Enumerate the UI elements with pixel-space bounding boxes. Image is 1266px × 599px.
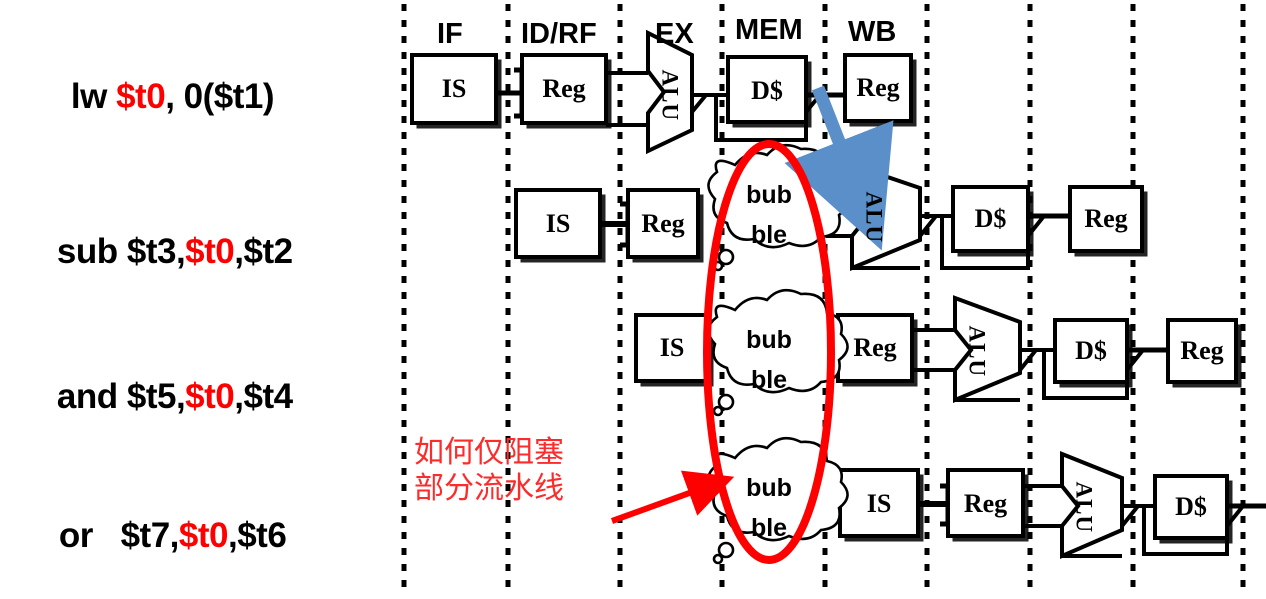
row1-wbreg-label: Reg: [856, 73, 900, 102]
row3-bubble-label-top: bub: [746, 326, 792, 354]
row1-alu-shape: [646, 29, 694, 155]
row2-mem-bypass: [940, 214, 1030, 270]
row1-alu-label: ALU: [657, 69, 683, 122]
row4-bubble-label-bottom: ble: [750, 514, 788, 542]
bubble-dot-row4-b: [712, 553, 724, 565]
row4-mem-bypass: [1142, 504, 1229, 556]
annotation-line-1: 如何仅阻塞: [414, 436, 564, 469]
row3-reg-box: [836, 313, 914, 383]
stage-label-ex: EX: [655, 18, 694, 50]
instruction-and-post: ,$t4: [234, 377, 293, 416]
instruction-and-pre: and $t5,: [56, 377, 186, 416]
row2-is-label: IS: [545, 209, 571, 238]
row3-alu-label: ALU: [964, 325, 990, 378]
row2-alu-label: ALU: [861, 191, 887, 244]
row4-is-label: IS: [866, 489, 892, 518]
annotation-line-2: 部分流水线: [414, 472, 564, 505]
row2-reg-box: [626, 188, 700, 259]
stage-label-if: IF: [437, 18, 463, 50]
row4-reg-label: Reg: [963, 489, 1008, 518]
row1-wbreg-box: [843, 53, 913, 123]
instruction-and-src: $t0: [185, 377, 235, 416]
row2-wbreg-label: Reg: [1084, 204, 1128, 233]
row2-ds-label: D$: [974, 204, 1007, 233]
row3-ds-label: D$: [1075, 336, 1107, 365]
row1-is-box: [410, 53, 498, 125]
row1-ds-box: [726, 55, 808, 124]
row1-reg-label: Reg: [542, 74, 586, 103]
instruction-lw: lw $t0, 0($t1): [34, 44, 275, 149]
stall-region-ellipse: [703, 140, 835, 564]
row3-reg-label: Reg: [853, 333, 897, 362]
bubble-dot-row2-a: [717, 248, 735, 266]
row-3-datapath: [634, 295, 1242, 403]
row3-wbreg-box: [1166, 318, 1238, 384]
instruction-sub: sub $t3,$t0,$t2: [20, 199, 293, 304]
bubble-dot-row3-a: [717, 393, 735, 411]
row4-out-kink: [1225, 504, 1245, 528]
stage-label-wb: WB: [848, 16, 897, 48]
instruction-lw-pre: lw: [70, 77, 117, 116]
row3-bubble-label-bottom: ble: [750, 366, 788, 394]
row3-mem-bypass: [1042, 348, 1129, 400]
instruction-and: and $t5,$t0,$t4: [20, 344, 293, 449]
stage-label-mem: MEM: [735, 14, 803, 46]
row1-alu-mem-kink: [690, 93, 708, 114]
row3-alu-shape: [953, 295, 1022, 403]
row2-is-box: [514, 188, 602, 259]
instruction-lw-post: , 0($t1): [165, 77, 274, 116]
instruction-lw-dest: $t0: [116, 77, 166, 116]
row3-is-label: IS: [659, 333, 685, 362]
bubble-dot-row3-b: [712, 405, 724, 417]
row3-alu-ds-kink: [1018, 348, 1038, 372]
row4-alu-shape: [1060, 451, 1124, 560]
row1-ds-label: D$: [751, 76, 783, 105]
instruction-or-pre: or $t7,: [58, 516, 179, 555]
row3-wbreg-label: Reg: [1180, 336, 1224, 365]
row3-wb-kink: [1125, 348, 1145, 372]
row4-reg-box: [946, 468, 1025, 538]
row-1-datapath: [410, 29, 917, 155]
stage-label-idrf: ID/RF: [521, 18, 597, 50]
forwarding-arrow: [784, 85, 894, 251]
row2-bubble-label-bottom: ble: [750, 221, 788, 249]
row4-ds-label: D$: [1175, 492, 1207, 521]
annotation-arrow: [610, 470, 735, 524]
row2-bubble-label-top: bub: [746, 181, 792, 209]
instruction-or: or $t7,$t0,$t6: [22, 483, 287, 588]
row2-wbreg-box: [1068, 185, 1144, 253]
row2-reg-label: Reg: [641, 209, 685, 238]
row4-alu-label: ALU: [1071, 481, 1097, 534]
instruction-sub-post: ,$t2: [234, 232, 293, 271]
bubble-cloud-row3: [707, 288, 849, 417]
row1-is-label: IS: [441, 74, 467, 103]
row-4-datapath: [838, 451, 1266, 560]
row4-bubble-label-top: bub: [746, 474, 792, 502]
row2-alu-ds-kink: [918, 214, 938, 238]
row4-alu-ds-kink: [1120, 504, 1140, 528]
row1-reg-box: [520, 53, 608, 125]
instruction-sub-src: $t0: [185, 232, 235, 271]
bubble-dot-row4-a: [717, 541, 735, 559]
instruction-or-post: ,$t6: [227, 516, 287, 555]
instruction-or-src: $t0: [178, 516, 229, 555]
instruction-sub-pre: sub $t3,: [56, 232, 186, 271]
row2-wb-kink: [1026, 214, 1046, 238]
